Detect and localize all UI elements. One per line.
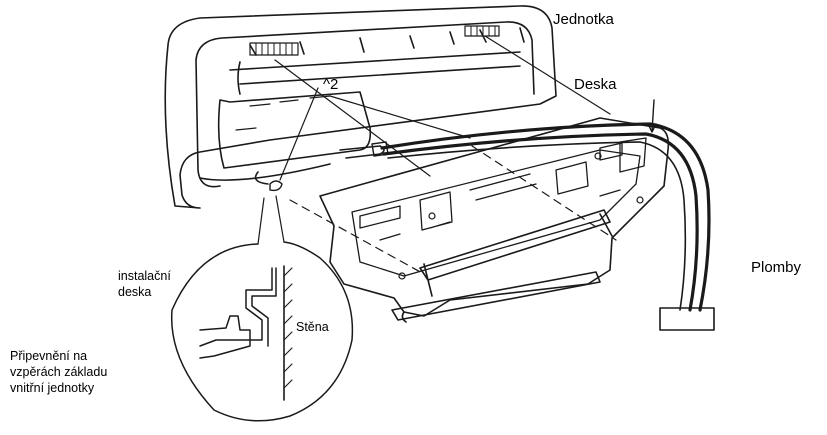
detail-magnifier (170, 241, 354, 422)
label-install-board-2: deska (118, 285, 152, 299)
label-ref: ^2 (323, 76, 339, 93)
label-wall: Stěna (296, 320, 329, 334)
pipe-bundle-1 (380, 122, 711, 312)
pipe-bundle-3 (387, 141, 687, 311)
leader-unit (484, 35, 611, 115)
board-hole (398, 272, 406, 280)
label-board: Deska (574, 76, 617, 93)
pipe-connector (371, 141, 389, 157)
board-hole (594, 152, 602, 160)
install-board (319, 117, 670, 317)
leader-arrow-top (647, 99, 657, 133)
unit-ticks (249, 27, 525, 56)
label-note-3: vnitřní jednotky (10, 381, 95, 395)
unit-front-opening (195, 21, 535, 188)
unit-drain-curve (199, 163, 331, 185)
unit-housing (164, 5, 557, 209)
board-slots (359, 137, 647, 241)
board-hole (636, 196, 644, 204)
leader-ref-right (329, 95, 471, 139)
label-unit: Jednotka (553, 11, 614, 28)
label-note-2: vzpěrách základu (10, 365, 108, 379)
vent-left-slats (255, 42, 293, 56)
leader-ref-left (279, 87, 319, 181)
label-seals: Plomby (751, 259, 802, 276)
unit-cylinder-top (229, 51, 521, 95)
detail-unit-lip (199, 315, 251, 359)
board-hole (428, 212, 436, 220)
pipe-bundle-2 (382, 132, 699, 312)
unit-fan-dash (235, 95, 331, 131)
board-lower-bar (419, 209, 613, 297)
plug-box (659, 307, 715, 331)
dashed-mount-right (471, 145, 617, 241)
label-note-1: Připevnění na (10, 349, 88, 363)
install-board-inner (351, 149, 641, 277)
detail-wall-hatch (283, 267, 293, 389)
vent-right-slats (470, 25, 496, 37)
unit-cylinder-fan (217, 91, 372, 169)
board-flange (391, 271, 601, 323)
dashed-mount-left (289, 199, 425, 275)
detail-connector (257, 195, 285, 245)
label-install-board-1: instalační (118, 269, 171, 283)
unit-clip (269, 180, 283, 192)
detail-board-profile (199, 267, 277, 347)
vent-right (464, 25, 500, 37)
